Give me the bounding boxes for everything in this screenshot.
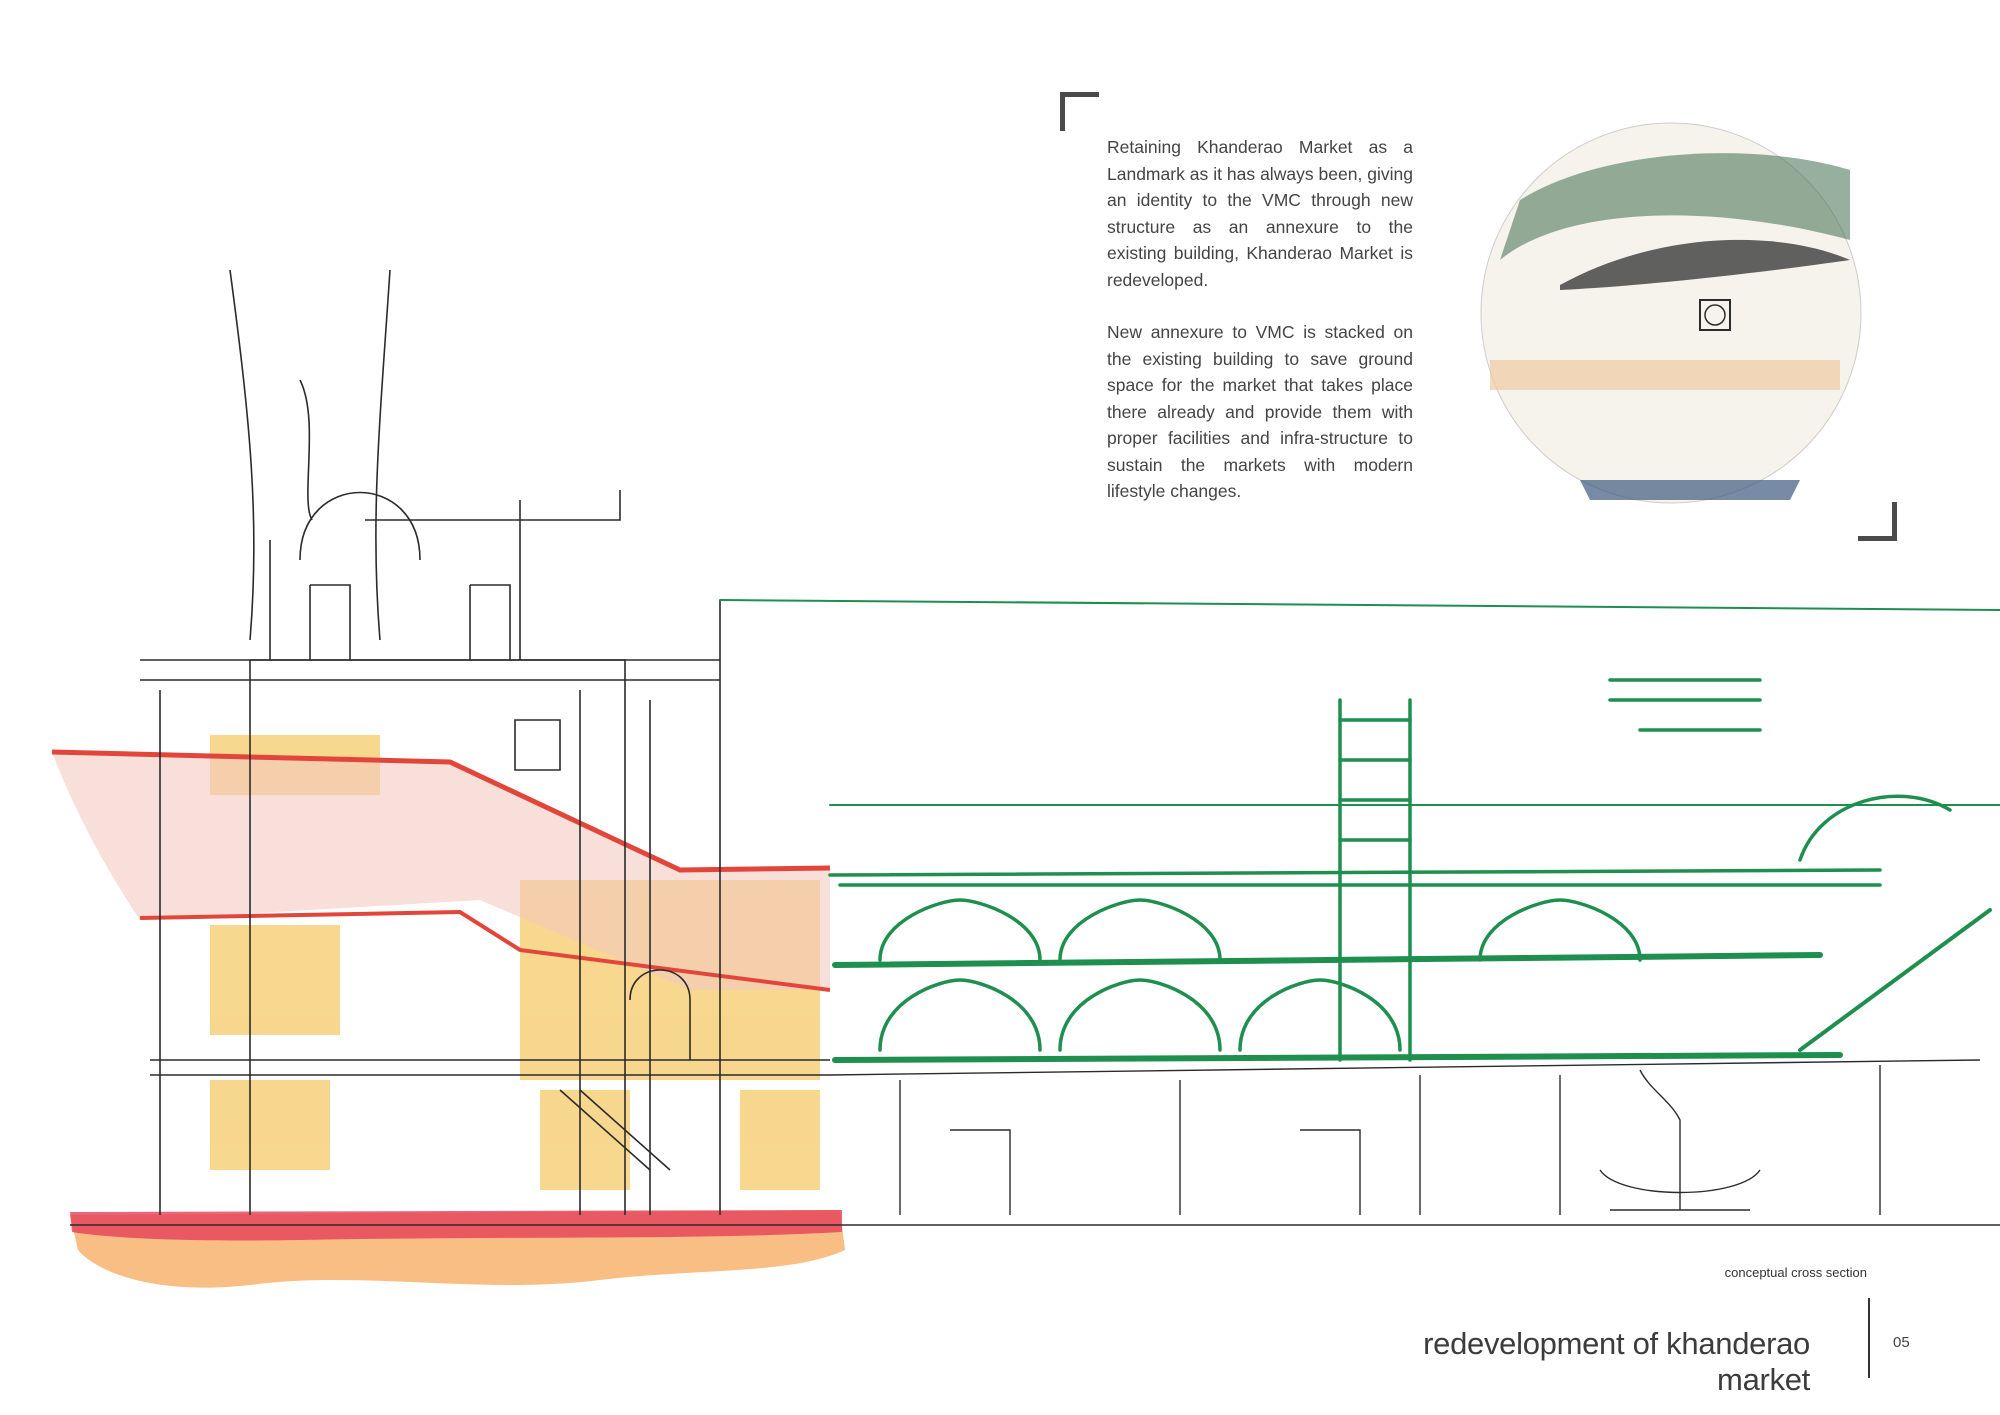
paragraph-2: New annexure to VMC is stacked on the ex… <box>1107 322 1413 501</box>
corner-bracket-bottom-right <box>1858 502 1897 541</box>
page-number: 05 <box>1893 1334 1910 1351</box>
green-annexure <box>719 599 2000 1063</box>
market-vignette <box>1480 122 1862 504</box>
description-text: Retaining Khanderao Market as a Landmark… <box>1107 134 1413 531</box>
corner-bracket-top-left <box>1060 92 1099 131</box>
canopy-watercolor <box>51 749 831 992</box>
footer-divider <box>1868 1298 1870 1378</box>
page-title: redevelopment of khanderao market <box>1423 1326 1810 1397</box>
figure-caption: conceptual cross section <box>1724 1265 1867 1280</box>
paragraph-1: Retaining Khanderao Market as a Landmark… <box>1107 137 1413 290</box>
ground-watercolor <box>70 1210 845 1288</box>
market-ground-floor <box>829 1059 1981 1215</box>
existing-building <box>70 269 2000 1226</box>
